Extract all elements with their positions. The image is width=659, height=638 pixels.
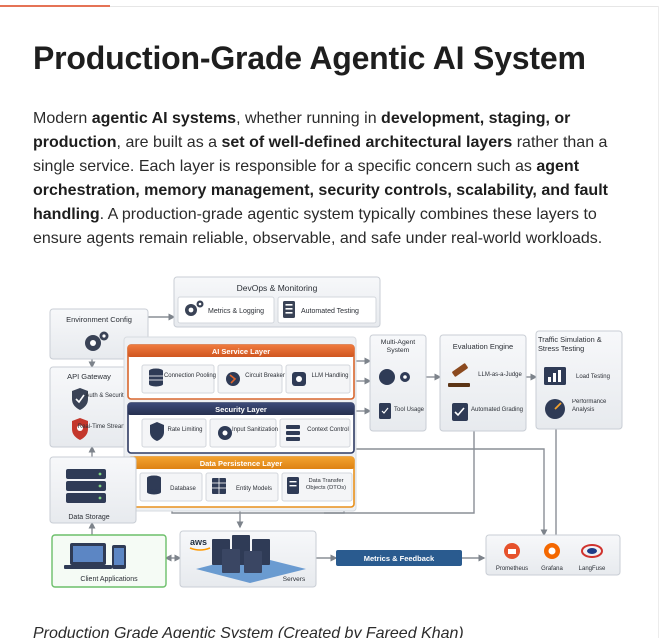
circuit-breaker-icon [226,372,240,386]
evaluation-engine-panel: Evaluation Engine LLM-as-a-Judge Automat… [439,334,527,432]
traffic-simulation-panel: Traffic Simulation & Stress Testing Load… [535,330,623,430]
obs-item-langfuse: LangFuse [579,566,606,572]
persistence-item-database: Database [170,486,196,492]
server-stack-icon [66,469,106,503]
stack-icon [286,425,300,441]
evaluation-item-grading: Automated Grading [471,407,523,413]
devops-monitoring-panel: DevOps & Monitoring Metrics & Logging Au… [173,276,381,328]
database-icon [147,475,161,495]
architecture-diagram: DevOps & Monitoring Metrics & Logging Au… [44,273,624,595]
checklist-icon [283,301,295,318]
env-config-title: Environment Config [66,315,132,324]
sanitization-icon [218,426,232,440]
security-item-context-control: Context Control [307,427,349,433]
multi-agent-panel: Multi-Agent System Tool Usage [369,334,427,432]
gears-icon [85,331,109,351]
client-applications-panel: Client Applications [51,534,167,588]
data-persistence-layer: Data Persistence Layer Database Entity M… [127,456,355,508]
gavel-icon [448,363,470,387]
traffic-item-performance: Performance Analysis [572,399,607,413]
api-item-streaming: Real-Time Streaming [78,424,134,430]
persistence-item-dtos: Data Transfer Objects (DTOs) [305,478,347,491]
intro-text: , whether running in [236,110,382,127]
security-title: Security Layer [215,405,267,414]
phone-icon [112,545,126,569]
aws-smile-icon [189,547,211,551]
agent-head-icon [379,369,410,385]
obs-item-grafana: Grafana [541,566,563,572]
intro-text: rather than a single service. Each layer… [33,134,608,175]
multi-agent-title: Multi-Agent System [380,339,416,354]
intro-emphasis: development, staging, or production [33,110,571,151]
ai-item-llm-handling: LLM Handling [311,373,348,379]
database-icon [149,368,163,387]
traffic-title: Traffic Simulation & Stress Testing [538,335,602,353]
shield-icon [72,388,88,410]
metrics-feedback-banner: Metrics & Feedback [336,550,462,566]
server-rack-icon [196,535,306,583]
bar-chart-icon [544,367,566,385]
ai-item-circuit-breaker: Circuit Breaker [245,373,285,379]
active-tab-indicator [0,5,110,7]
servers-panel: aws Servers [179,530,317,588]
data-storage-title: Data Storage [68,514,109,521]
figure-caption: Production Grade Agentic System (Created… [33,625,464,638]
intro-emphasis: agent orchestration, memory management, … [33,158,608,223]
gears-icon [185,300,204,316]
api-gateway-title: API Gateway [67,372,111,381]
grafana-icon [544,543,560,559]
observability-panel: Prometheus Grafana LangFuse [485,534,621,576]
multi-agent-item-tool-usage: Tool Usage [394,407,425,413]
laptop-icon [64,543,112,569]
article-intro: Modern agentic AI systems, whether runni… [33,107,633,251]
obs-item-prometheus: Prometheus [496,566,528,572]
intro-emphasis: agentic AI systems [91,110,237,127]
check-badge-icon [452,403,468,421]
client-applications-title: Client Applications [80,576,138,583]
persistence-item-entity-models: Entity Models [236,486,272,492]
evaluation-item-llm-judge: LLM-as-a-Judge [478,372,522,378]
intro-emphasis: set of well-defined architectural layers [221,134,513,151]
devops-title: DevOps & Monitoring [237,283,318,293]
shield-icon [150,422,164,441]
grid-icon [212,478,226,494]
prometheus-icon [504,543,520,559]
gauge-icon [545,399,565,419]
intro-text: Modern [33,110,92,127]
langfuse-icon [581,544,603,558]
api-item-auth: Auth & Security [85,393,126,399]
servers-title: Servers [283,576,306,583]
tool-checklist-icon [379,403,391,419]
ai-service-title: AI Service Layer [212,347,270,356]
ai-item-connection-pooling: Connection Pooling [164,373,216,379]
security-layer: Security Layer Rate Limiting Input Sanit… [127,402,355,454]
security-item-input-sanitization: Input Sanitization [232,427,278,433]
data-persistence-title: Data Persistence Layer [200,459,283,468]
intro-text: , are built as a [116,134,222,151]
article-title: Production-Grade Agentic AI System [33,40,586,76]
connector-lines [88,313,560,562]
devops-item-metrics: Metrics & Logging [208,308,264,315]
aws-logo: aws [190,537,207,547]
intro-text: . A production-grade agentic system typi… [33,206,603,247]
devops-item-testing: Automated Testing [301,308,359,315]
brain-icon [292,372,306,386]
evaluation-title: Evaluation Engine [453,342,513,351]
api-gateway-panel: API Gateway Auth & Security Real-Time St… [49,366,134,448]
security-item-rate-limiting: Rate Limiting [167,427,202,433]
ai-service-layer: AI Service Layer Connection Pooling Circ… [127,344,355,400]
metrics-feedback-title: Metrics & Feedback [364,554,435,563]
data-storage-panel: Data Storage [49,456,137,524]
traffic-item-load-testing: Load Testing [576,374,610,380]
top-divider [0,5,659,7]
document-icon [287,477,299,494]
